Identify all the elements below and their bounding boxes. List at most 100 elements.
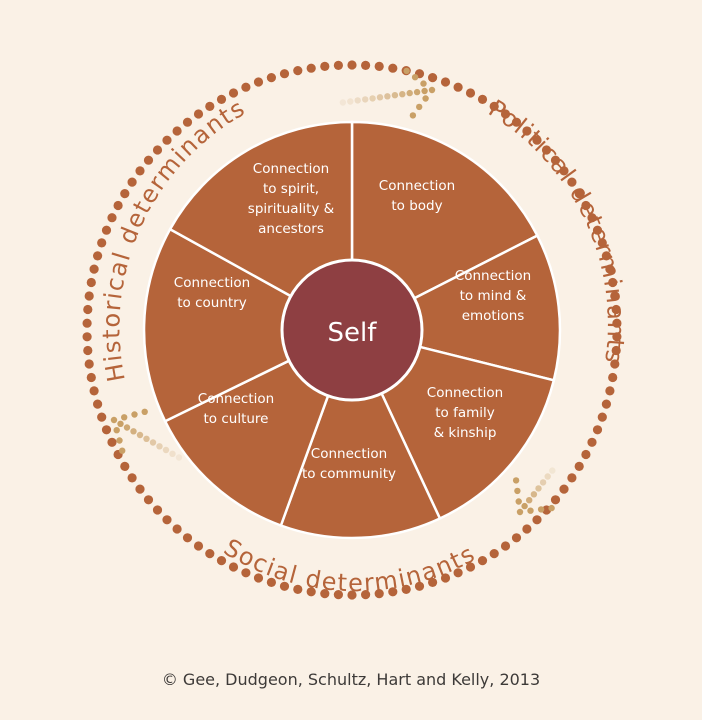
ring-dot [241,568,251,578]
ring-dot [306,587,316,597]
ring-dot [182,533,193,543]
ring-dot [152,145,163,155]
arrow-dot [526,497,533,504]
arrow-dot [516,508,524,516]
arrow-dot [399,91,406,98]
segment-label-line: to family [435,405,495,421]
segment-label-line: Connection [379,178,455,194]
arrow-dot [169,450,176,457]
arrow-dot [421,87,428,95]
ring-dot [205,101,215,111]
ring-dot [279,581,290,591]
segment-label-line: to body [391,198,442,214]
ring-dot [182,117,193,127]
ring-dot [84,359,94,369]
ring-dot [388,63,398,73]
ring-dot [152,505,163,515]
ring-dot [612,332,622,342]
ring-dot [320,589,330,599]
social-determinants-text: Social determinants [219,533,479,597]
ring-dot [228,562,239,572]
segment-label-line: Connection [427,385,503,401]
ring-dot [86,277,96,288]
ring-dot [440,573,451,583]
arrow-dot [162,446,170,454]
arrow-dot [116,437,123,444]
ring-dot [83,345,93,356]
ring-dot [162,515,172,525]
arrow-dot [549,467,556,474]
arrow-dot [422,95,429,102]
ring-dot [428,73,438,83]
ring-dot [608,372,618,383]
ring-dot [205,549,215,559]
segment-3 [279,326,442,540]
ring-dot [266,73,276,83]
center-circle [280,258,424,402]
ring-dot [610,291,620,301]
arrow-dot [384,93,391,100]
ring-dot [567,177,577,187]
ring-dot [143,495,154,505]
arrow-dot [110,416,118,424]
arrow-dot [339,99,347,106]
ring-dot [522,524,532,534]
copyright-credit: © Gee, Dudgeon, Schultz, Hart and Kelly,… [161,670,541,689]
arrow-dot [428,86,436,94]
ring-dot [86,372,96,383]
ring-dot [559,166,569,176]
ring-dot [567,473,577,483]
arrow-dot [544,473,551,480]
arrow-dot [521,502,528,510]
ring-dot [266,577,276,588]
ring-dot [97,412,107,422]
segment-5 [142,227,355,423]
ring-dot [511,533,522,543]
ring-dot [172,524,182,534]
segment-label-line: Connection [198,391,274,407]
arrow-dot [514,487,521,495]
segment-label-line: to country [177,295,246,311]
ring-dot [101,225,112,235]
ring-dot [143,155,154,165]
ring-dot [333,590,343,600]
ring-dot [113,200,123,211]
ring-dot [592,225,603,235]
ring-dot [107,437,117,447]
center-label: Self [328,318,378,348]
ring-dot [605,386,615,396]
ring-dot [500,109,511,119]
ring-dot [559,484,569,494]
ring-dot [172,126,182,136]
segment-label-line: to community [302,466,396,482]
segment-label-line: & kinship [434,425,497,441]
arrow-dot [413,88,421,96]
ring-dot [453,82,463,92]
segment-label-line: to mind & [460,288,527,304]
arrow-dot [141,408,148,415]
ring-dot [347,590,357,600]
segment-label-line: Connection [253,161,329,177]
arrow-dot [420,80,427,87]
ring-dot [93,399,103,409]
segment-label-0: Connection to body [379,178,455,214]
ring-dot [597,412,607,422]
arrow-dot [548,504,555,512]
ring-dot [89,386,99,396]
ring-dot [612,318,622,328]
ring-dot [228,88,239,98]
ring-dot [107,213,117,223]
ring-dot [135,166,145,176]
segment-1 [348,233,562,382]
ring-dot [127,177,137,187]
ring-dot [162,135,172,145]
arrow-dot [136,431,144,439]
segment-label-line: Connection [311,446,387,462]
ring-dot [550,495,561,505]
ring-dot [489,101,499,111]
